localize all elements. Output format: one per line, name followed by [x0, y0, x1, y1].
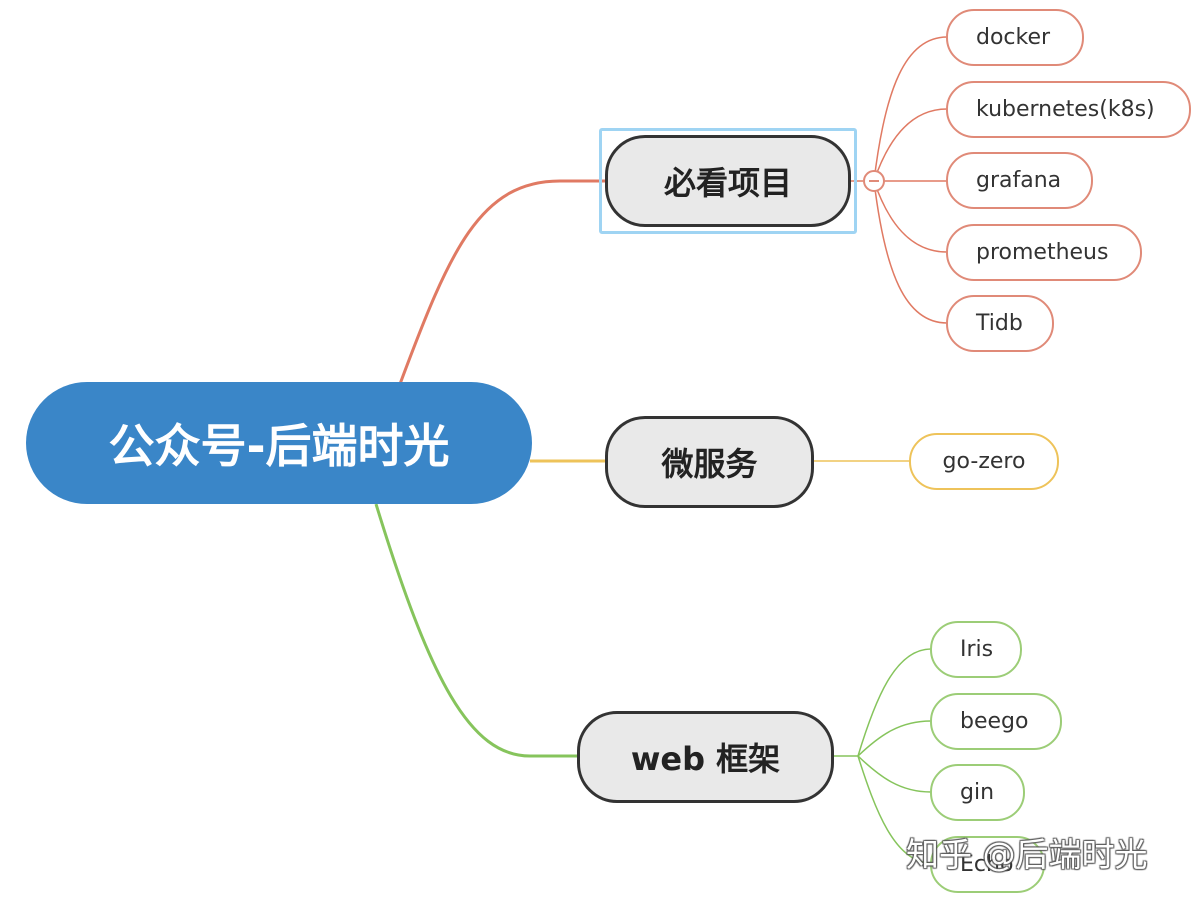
- leaf-node[interactable]: gin: [930, 764, 1025, 821]
- collapse-toggle-icon[interactable]: [863, 170, 885, 192]
- leaf-node[interactable]: prometheus: [946, 224, 1142, 281]
- leaf-label: go-zero: [942, 449, 1026, 474]
- leaf-label: grafana: [976, 168, 1062, 193]
- branch-node-projects[interactable]: 必看项目: [605, 135, 851, 227]
- leaf-label: beego: [960, 709, 1029, 734]
- leaf-node[interactable]: Echo: [930, 836, 1045, 893]
- leaf-label: Echo: [960, 852, 1014, 877]
- connector-docker: [873, 36, 948, 182]
- connector-gin: [857, 755, 932, 793]
- selection-outline: [599, 128, 857, 234]
- leaf-label: prometheus: [976, 240, 1109, 265]
- connector-tidb: [873, 180, 948, 324]
- leaf-label: kubernetes(k8s): [976, 97, 1155, 122]
- leaf-label: Iris: [960, 637, 994, 662]
- watermark-text: 知乎 @后端时光: [906, 835, 1148, 874]
- leaf-node[interactable]: kubernetes(k8s): [946, 81, 1191, 138]
- leaf-label: docker: [976, 25, 1051, 50]
- branch-label: 微服务: [661, 445, 758, 483]
- leaf-node[interactable]: go-zero: [909, 433, 1059, 490]
- branch-label: web 框架: [630, 740, 781, 778]
- connector-echo: [857, 755, 932, 864]
- connector-k8s: [873, 108, 948, 182]
- leaf-node[interactable]: beego: [930, 693, 1062, 750]
- branch-label: 必看项目: [663, 164, 792, 202]
- leaf-label: Tidb: [976, 311, 1023, 336]
- branch-node-web[interactable]: web 框架: [577, 711, 834, 803]
- root-label: 公众号-后端时光: [108, 419, 450, 473]
- leaf-label: gin: [960, 780, 995, 805]
- connector-iris: [857, 648, 932, 757]
- connector-beego: [857, 720, 932, 757]
- root-node[interactable]: 公众号-后端时光: [26, 382, 532, 504]
- leaf-node[interactable]: grafana: [946, 152, 1093, 209]
- leaf-node[interactable]: Iris: [930, 621, 1022, 678]
- connector-root-web: [374, 503, 578, 758]
- branch-node-microservice[interactable]: 微服务: [605, 416, 814, 508]
- connector-root-projects: [398, 179, 606, 385]
- leaf-node[interactable]: docker: [946, 9, 1084, 66]
- connector-prometheus: [873, 180, 948, 253]
- leaf-node[interactable]: Tidb: [946, 295, 1054, 352]
